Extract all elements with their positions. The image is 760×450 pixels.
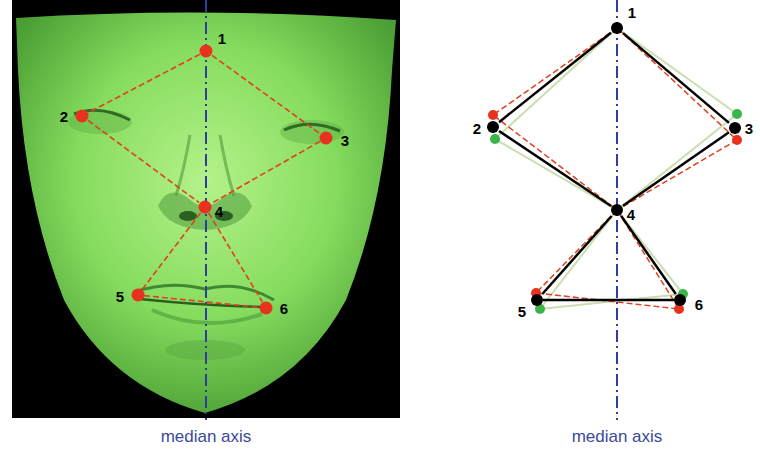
green-outline — [495, 28, 737, 309]
red-shape-line — [493, 28, 737, 210]
landmark-link — [212, 55, 320, 133]
landmark-link — [211, 141, 320, 203]
landmark-link — [209, 213, 263, 302]
landmark-dot — [674, 294, 686, 306]
landmark-dot — [76, 110, 88, 122]
landmark-link — [542, 216, 611, 294]
landmark-number: 4 — [215, 204, 223, 219]
comparison-dots — [488, 109, 742, 314]
landmark-number: 4 — [627, 207, 635, 222]
landmark-link — [143, 213, 201, 289]
axis-label: median axis — [161, 428, 252, 445]
landmark-dot — [531, 294, 543, 306]
landmark-point: 4 — [199, 201, 211, 213]
landmark-link — [623, 132, 729, 206]
landmark-point: 2 — [76, 110, 88, 122]
green-shape-line — [495, 28, 737, 210]
landmark-dot — [76, 110, 89, 123]
red-dot — [732, 135, 742, 145]
landmark-dot — [611, 204, 623, 216]
landmark-dot — [260, 302, 272, 314]
red-shape-line — [536, 210, 679, 309]
landmark-point: 6 — [674, 294, 686, 306]
landmark-dot — [729, 122, 741, 134]
landmark-number: 2 — [473, 121, 481, 136]
eye-line — [284, 124, 340, 131]
landmark-dot — [200, 45, 213, 58]
landmark-point: 4 — [611, 204, 623, 216]
landmark-link — [623, 33, 729, 123]
landmark-dot — [320, 132, 332, 144]
landmark-dot — [132, 289, 145, 302]
landmark-point: 5 — [132, 289, 144, 301]
landmark-link — [499, 131, 611, 206]
landmark-number: 6 — [280, 301, 288, 316]
landmark-number: 6 — [695, 297, 703, 312]
landmark-point: 5 — [531, 294, 543, 306]
landmark-dot — [487, 121, 499, 133]
landmark-dot — [260, 302, 273, 315]
landmark-dot — [199, 201, 211, 213]
landmark-dot — [487, 121, 499, 133]
landmark-point: 1 — [200, 45, 212, 57]
landmark-number: 5 — [116, 289, 124, 304]
landmark-dot — [320, 132, 333, 145]
landmark-link — [88, 54, 200, 113]
landmark-link — [88, 120, 199, 202]
landmark-number: 3 — [745, 121, 753, 136]
landmark-number: 2 — [60, 109, 68, 124]
landmark-point: 2 — [487, 121, 499, 133]
green-dot — [732, 109, 742, 119]
green-shape-line — [540, 210, 683, 309]
landmark-dot — [729, 122, 741, 134]
landmark-number: 1 — [218, 31, 226, 46]
landmark-number: 1 — [628, 5, 636, 20]
landmark-number: 3 — [341, 133, 349, 148]
landmark-point: 3 — [729, 122, 741, 134]
eye-shadow — [280, 120, 344, 144]
landmark-dot — [611, 22, 623, 34]
landmark-link — [621, 216, 676, 294]
nostril — [179, 211, 197, 221]
red-outline — [493, 28, 737, 309]
axis-label: median axis — [572, 428, 663, 445]
landmark-link — [499, 33, 611, 122]
landmark-dot — [199, 201, 212, 214]
landmark-point: 1 — [611, 22, 623, 34]
landmark-point: 6 — [260, 302, 272, 314]
red-dot — [488, 110, 498, 120]
nose-bridge — [220, 135, 234, 196]
landmark-dot — [674, 294, 686, 306]
landmark-dot — [200, 45, 212, 57]
landmark-point: 3 — [320, 132, 332, 144]
landmark-link — [543, 299, 674, 302]
landmark-dot — [611, 204, 623, 216]
landmark-dot — [611, 22, 623, 34]
eye-shadow — [68, 110, 132, 134]
green-dot — [490, 134, 500, 144]
landmark-link — [144, 296, 260, 308]
landmark-dot — [531, 294, 543, 306]
landmark-number: 5 — [518, 304, 526, 319]
landmark-dot — [132, 289, 144, 301]
